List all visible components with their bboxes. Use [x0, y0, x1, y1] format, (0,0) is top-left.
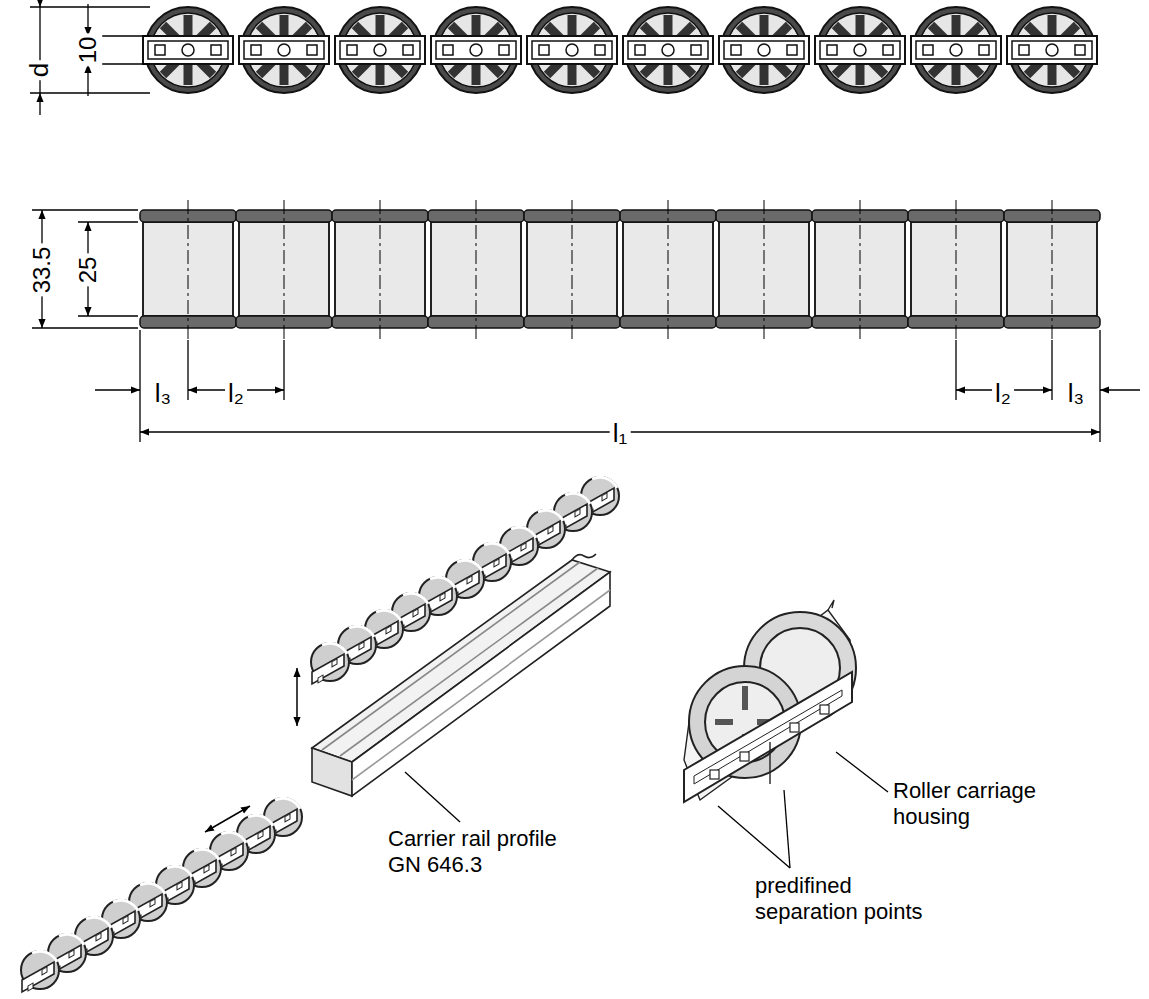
dimension-label: 25 [74, 254, 102, 287]
dimension-label: l₃ [152, 379, 174, 409]
center-lines [188, 200, 1052, 340]
carrier-rail [312, 554, 610, 796]
dimension-label: 33.5 [28, 244, 56, 297]
dimension-label: 10 [74, 34, 102, 67]
dimension-label: l₁ [610, 419, 631, 449]
callout-label: predifined separation points [755, 873, 955, 926]
dimension-label: d [25, 60, 55, 80]
dimension-label: l₂ [992, 379, 1014, 409]
dimension-label: l₃ [1065, 379, 1087, 409]
callout-label: Roller carriage housing [893, 778, 1073, 831]
detail-view [684, 600, 856, 802]
motion-arrows [205, 668, 297, 832]
dimension-label: l₂ [225, 379, 247, 409]
callout-label: Carrier rail profile GN 646.3 [388, 826, 593, 879]
roller-chain-lower [21, 798, 302, 992]
roller-chain-upper [311, 477, 619, 684]
top-dimensions [30, 0, 150, 115]
top-view [143, 7, 1097, 93]
front-dimensions [32, 210, 1140, 442]
